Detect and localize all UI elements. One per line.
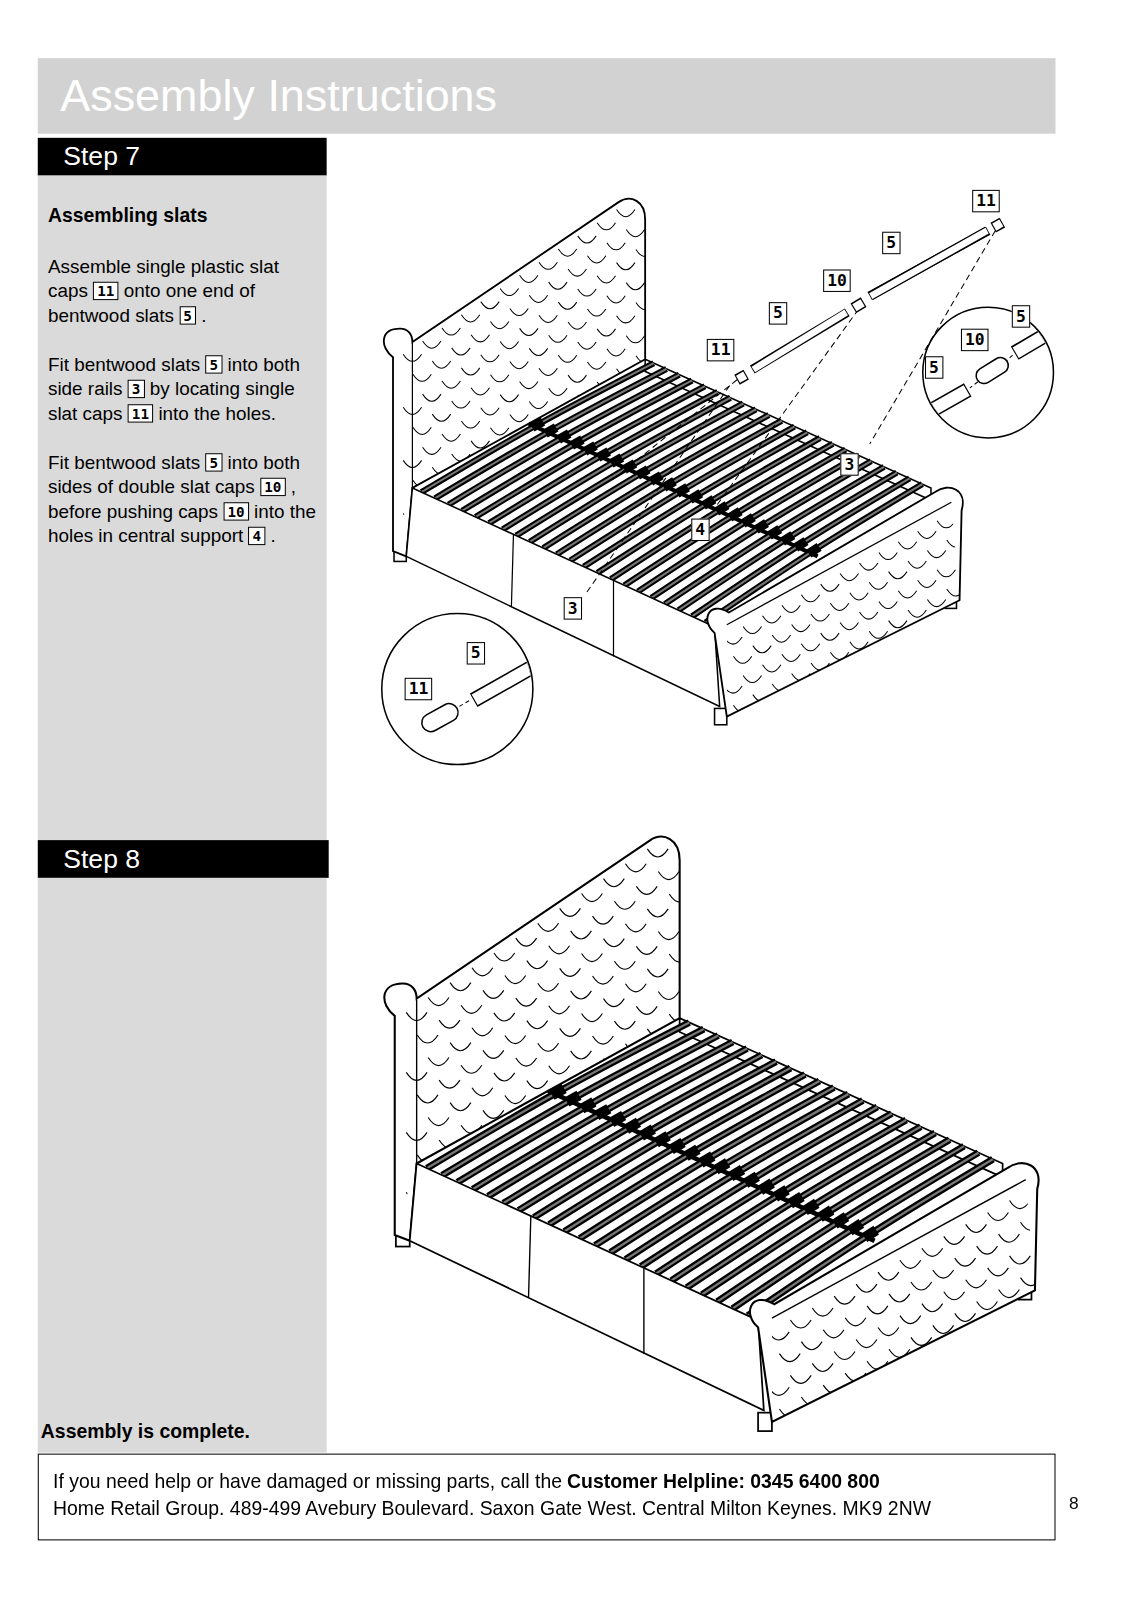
exploded-parts (587, 223, 1002, 593)
helpline-number: Customer Helpline: 0345 6400 800 (567, 1471, 880, 1492)
leader-dashed (715, 309, 859, 508)
callout-number: 11 (405, 678, 433, 700)
callout-number: 5 (925, 356, 943, 378)
slat-cap (738, 375, 745, 379)
panel-heading: Assembly is complete. (41, 1420, 323, 1444)
step-header: Step 8 (38, 840, 329, 878)
bed-step7 (384, 196, 965, 724)
slat-part (870, 231, 988, 296)
helpline-box: If you need help or have damaged or miss… (38, 1454, 1056, 1541)
inline-part-number: 4 (248, 527, 265, 545)
instruction-text: Fit bentwood slats 5 into both side rail… (48, 352, 321, 425)
inline-part-number: 10 (223, 502, 248, 520)
slat-cap (993, 223, 1002, 228)
callout-number: 10 (961, 329, 989, 351)
step-title: Step 8 (63, 840, 328, 878)
helpline-note: Home Retail Group. 489-499 Avebury Boule… (53, 1498, 931, 1519)
step-header: Step 7 (38, 138, 327, 176)
bed-step8 (384, 834, 1041, 1431)
inline-part-number: 5 (179, 306, 196, 324)
title-band: Assembly Instructions (38, 58, 1056, 134)
callout-number: 5 (769, 302, 787, 324)
slat-cap (854, 303, 862, 308)
inline-part-number: 3 (128, 380, 145, 398)
inline-part-number: 11 (128, 404, 153, 422)
callout-number: 5 (882, 232, 900, 254)
slat-part (871, 231, 987, 296)
page-number: 8 (1066, 1493, 1082, 1513)
inline-part-number: 10 (260, 478, 285, 496)
slat-cap (994, 223, 1001, 227)
callout-number: 5 (1012, 305, 1030, 327)
page-title: Assembly Instructions (38, 58, 1056, 134)
leader-dashed (587, 384, 731, 592)
helpline-note: If you need help or have damaged or miss… (53, 1471, 562, 1492)
slat-part (752, 312, 847, 369)
callout-number: 10 (823, 269, 851, 291)
instruction-text: Fit bentwood slats 5 into both sides of … (48, 450, 321, 548)
slat-cap (853, 302, 863, 308)
callout-number: 5 (467, 642, 485, 664)
detail-inset (914, 307, 1067, 438)
helpline-text: If you need help or have damaged or miss… (53, 1469, 1040, 1522)
step-title: Step 7 (63, 138, 326, 176)
instruction-text: Assemble single plastic slat caps 11 ont… (48, 254, 321, 327)
slat-cap (737, 375, 746, 380)
callout-number: 11 (972, 190, 1000, 212)
callout-number: 3 (564, 597, 582, 619)
instruction-panel: Assembling slatsAssemble single plastic … (38, 176, 327, 841)
slat-part (753, 312, 846, 369)
instruction-panel: Assembly is complete. (38, 878, 327, 1453)
inline-part-number: 5 (205, 355, 222, 373)
callout-number: 4 (691, 519, 709, 541)
callout-number: 3 (840, 453, 858, 475)
callout-number: 11 (707, 339, 735, 361)
inline-part-number: 5 (205, 453, 222, 471)
inline-part-number: 11 (93, 282, 118, 300)
panel-heading: Assembling slats (48, 203, 321, 227)
detail-inset (382, 614, 551, 765)
slat-part (871, 231, 987, 296)
